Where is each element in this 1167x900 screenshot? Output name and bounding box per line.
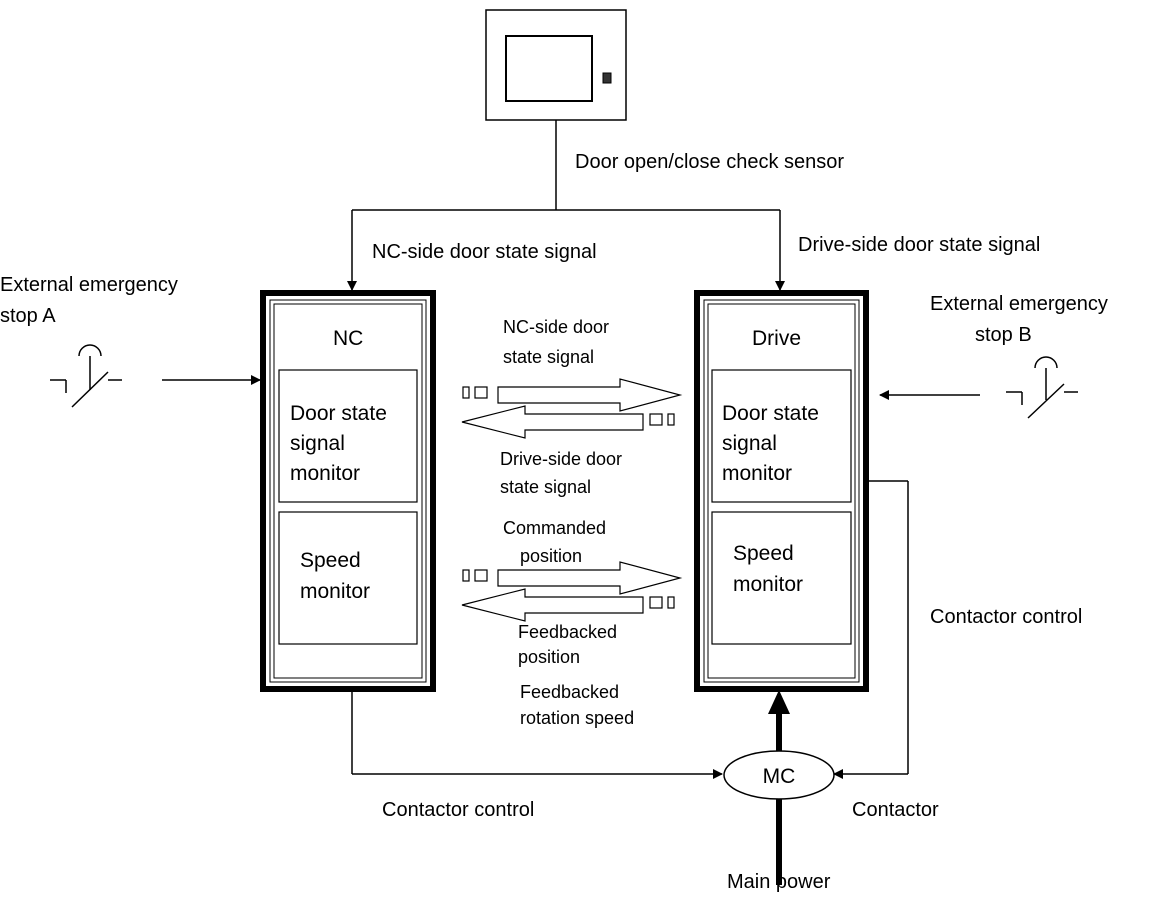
nc-speed-monitor-box: [278, 511, 418, 645]
drive-unit: [694, 290, 869, 692]
svg-text:External emergency: External emergency: [930, 293, 1108, 315]
sensor-wiring: [347, 120, 785, 291]
nc-contactor-control-wire: [351, 689, 723, 779]
svg-text:monitor: monitor: [722, 462, 792, 485]
mid-drive-door-state-label-1: Drive-side door: [500, 449, 622, 469]
door-sensor-device: [485, 9, 627, 121]
emergency-stop-a-switch-icon: [50, 344, 122, 408]
feedbacked-position-label-2: position: [518, 647, 580, 667]
drive-door-state-signal-monitor: Door state signal monitor: [722, 402, 819, 485]
svg-text:monitor: monitor: [733, 573, 803, 596]
mid-nc-door-state-label-1: NC-side door: [503, 317, 609, 337]
svg-text:signal: signal: [722, 432, 777, 455]
svg-text:Door state: Door state: [722, 402, 819, 425]
emergency-stop-b-switch-icon: [1006, 356, 1078, 419]
drive-contactor-control-label: Contactor control: [930, 606, 1082, 628]
drive-to-nc-door-arrow: [461, 405, 675, 439]
drive-speed-monitor-box: [711, 511, 852, 645]
commanded-position-label-2: position: [520, 546, 582, 566]
drive-contactor-control-wire: [833, 480, 909, 779]
feedbacked-position-label-1: Feedbacked: [518, 622, 617, 642]
nc-door-monitor-box: [278, 369, 418, 503]
mid-nc-door-state-label-2: state signal: [503, 347, 594, 367]
mc-label: MC: [763, 765, 796, 788]
emergency-stop-a-label: External emergency stop A: [0, 274, 178, 327]
nc-door-state-signal-monitor: Door state signal monitor: [290, 402, 387, 485]
nc-door-state-signal-label: NC-side door state signal: [372, 241, 597, 263]
mc-node: [723, 750, 835, 800]
nc-contactor-control-label: Contactor control: [382, 799, 534, 821]
feedbacked-rotation-speed-label-1: Feedbacked: [520, 682, 619, 702]
commanded-position-label-1: Commanded: [503, 518, 606, 538]
drive-title: Drive: [752, 327, 801, 350]
feedbacked-rotation-speed-label-2: rotation speed: [520, 708, 634, 728]
svg-text:Speed: Speed: [300, 549, 361, 572]
contactor-label: Contactor: [852, 799, 939, 821]
svg-text:stop A: stop A: [0, 305, 56, 327]
svg-text:External emergency: External emergency: [0, 274, 178, 296]
svg-text:signal: signal: [290, 432, 345, 455]
drive-door-state-signal-label: Drive-side door state signal: [798, 234, 1040, 256]
main-power-label: Main power: [727, 871, 831, 893]
svg-text:stop B: stop B: [975, 324, 1032, 346]
svg-text:monitor: monitor: [300, 580, 370, 603]
nc-speed-monitor: Speed monitor: [300, 549, 370, 603]
nc-to-drive-door-arrow: [462, 378, 683, 412]
nc-title: NC: [333, 327, 363, 350]
sensor-label: Door open/close check sensor: [575, 151, 844, 173]
svg-text:Door state: Door state: [290, 402, 387, 425]
mid-drive-door-state-label-2: state signal: [500, 477, 591, 497]
commanded-position-arrow: [462, 561, 683, 595]
drive-speed-monitor: Speed monitor: [733, 542, 803, 596]
svg-text:monitor: monitor: [290, 462, 360, 485]
feedbacked-position-arrow: [461, 588, 675, 622]
svg-text:Speed: Speed: [733, 542, 794, 565]
nc-unit: [260, 290, 436, 692]
drive-door-monitor-box: [711, 369, 852, 503]
mc-to-drive-power: [768, 690, 790, 752]
emergency-stop-b-label: External emergency stop B: [930, 293, 1108, 346]
